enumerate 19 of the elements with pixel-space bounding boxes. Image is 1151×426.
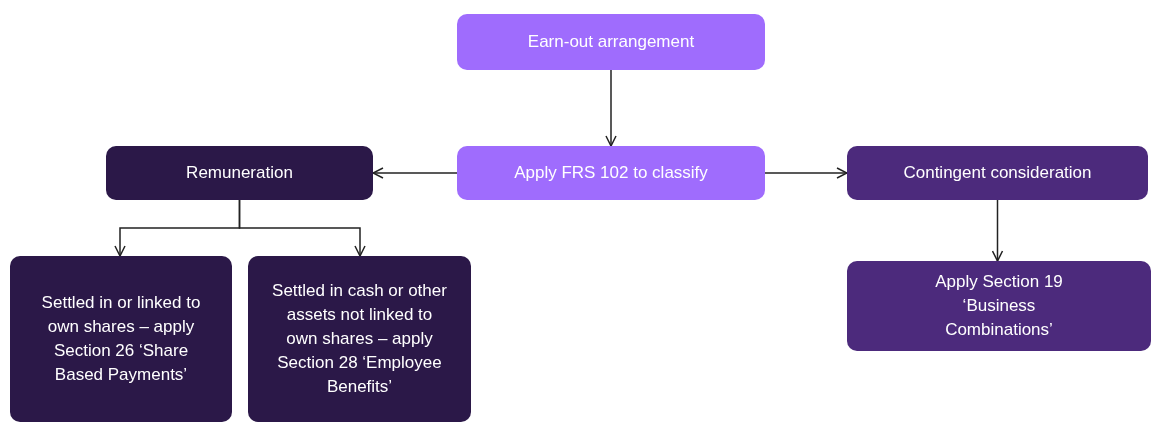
arrow — [764, 167, 848, 179]
box-label: Settled in cash or other assets not linked to own shares – apply Section 28 ‘Employee Benefits’ — [272, 280, 447, 398]
process-box — [847, 261, 1151, 351]
process-box — [847, 146, 1148, 200]
process-box — [457, 14, 765, 70]
process-box — [106, 146, 373, 200]
box-label: Settled in or linked to own shares – apply Section 26 ‘Share Based Payments’ — [40, 292, 202, 386]
process-box — [457, 146, 765, 200]
process-box — [248, 256, 471, 422]
process-box — [10, 256, 232, 422]
box-label: Apply FRS 102 to classify — [514, 162, 708, 184]
arrow — [605, 69, 617, 147]
box-label: Earn-out arrangement — [527, 31, 695, 53]
arrow — [238, 199, 366, 257]
box-label: Apply Section 19 ‘Business Combinations’ — [934, 271, 1064, 341]
box-label: Remuneration — [186, 162, 293, 184]
arrow — [991, 199, 1004, 262]
box-label: Contingent consideration — [903, 162, 1092, 184]
arrow — [372, 167, 458, 179]
